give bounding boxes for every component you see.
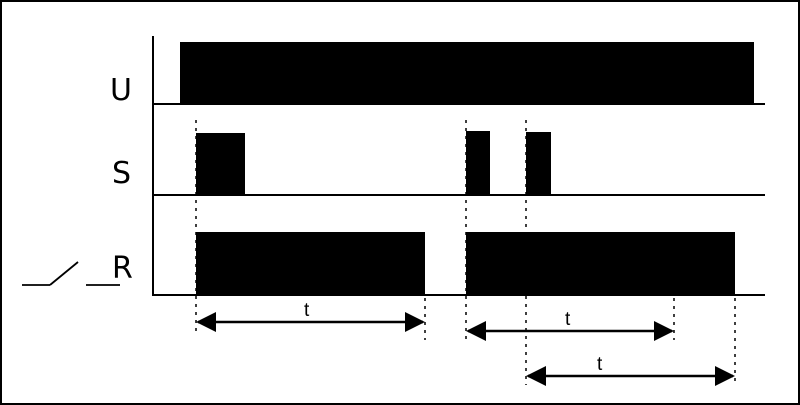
interval-label-t1: t [304,300,310,321]
interval-label-t2: t [565,309,571,330]
s-signal-pulse [466,131,490,195]
label-r: R [112,251,133,286]
s-signal-pulse [526,132,551,195]
r-signal-pulse [466,232,735,295]
label-u: U [110,73,132,108]
r-signal-pulse [196,232,425,295]
relay-contact-icon [22,261,120,286]
interval-label-t3: t [597,354,603,375]
label-s: S [112,156,131,191]
u-signal-pulse [180,42,754,104]
s-signal-pulse [196,133,245,195]
